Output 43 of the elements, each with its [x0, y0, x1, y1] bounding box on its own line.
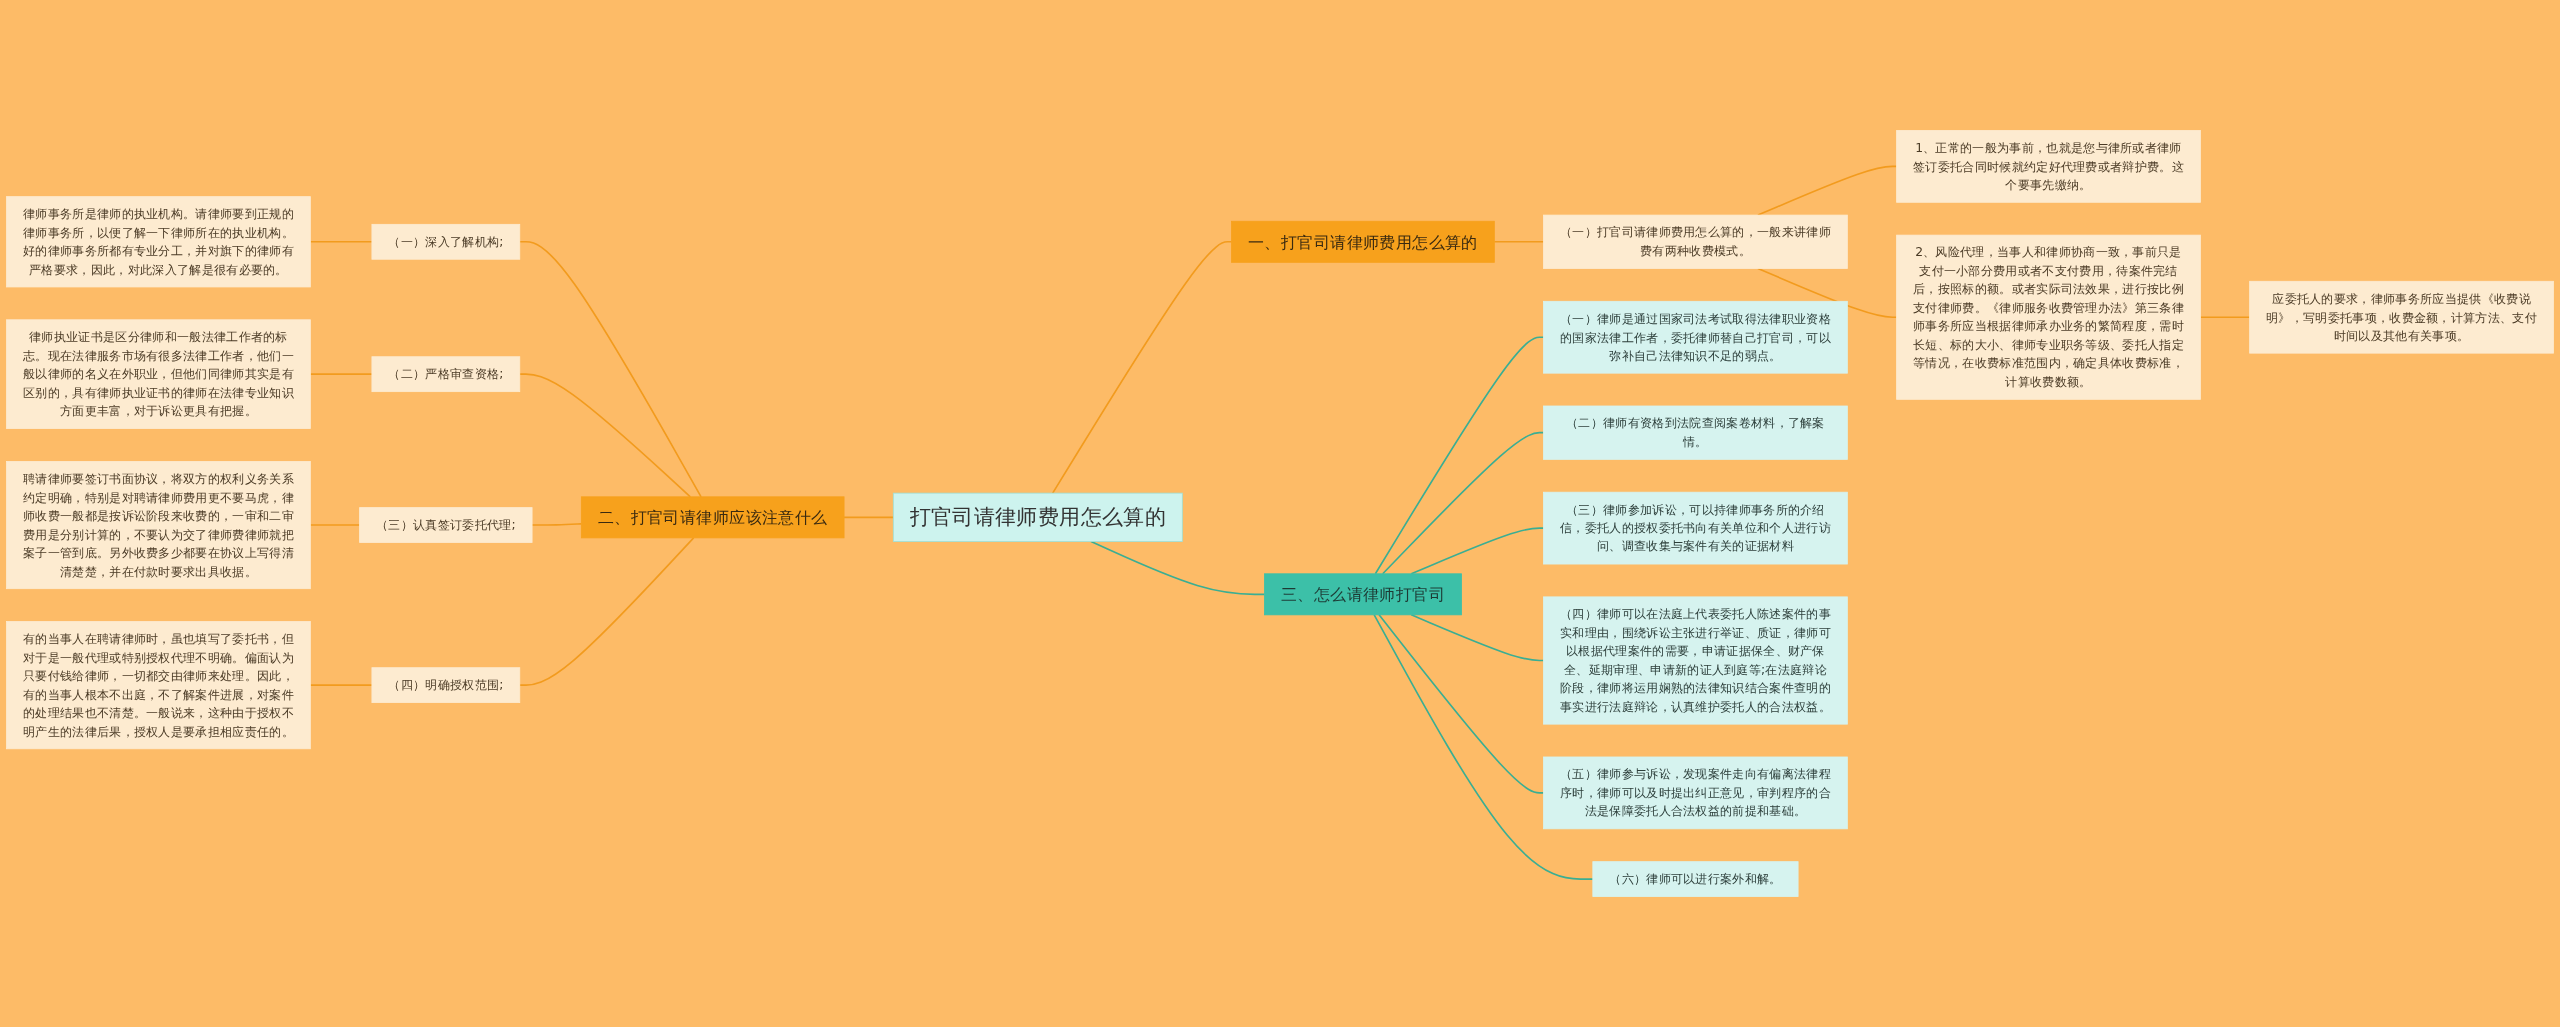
node-box: （三）律师参加诉讼，可以持律师事务所的介绍信，委托人的授权委托书向有关单位和个人进行访问、调查收集与案件有关的证据材料	[1543, 491, 1848, 565]
node-box: 三、怎么请律师打官司	[1264, 573, 1462, 616]
node-box: （二）律师有资格到法院查阅案卷材料，了解案情。	[1543, 405, 1848, 460]
node-box: 应委托人的要求，律师事务所应当提供《收费说明》，写明委托事项，收费金额，计算方法、支付时间以及其他有关事项。	[2249, 280, 2554, 354]
connector	[1493, 240, 1545, 243]
node-box: 律师执业证书是区分律师和一般法律工作者的标志。现在法律服务市场有很多法律工作者，他们一般以律师的名义在外职业，但他们同律师其实是有区别的，具有律师执业证书的律师在法律专业知识方面更丰富，对于诉讼更具有把握。	[6, 319, 311, 429]
connector	[518, 537, 695, 686]
connector	[1374, 336, 1545, 575]
node-box: 二、打官司请律师应该注意什么	[580, 496, 845, 539]
connector	[309, 684, 373, 686]
connector	[1373, 614, 1594, 880]
connector	[309, 240, 373, 243]
node-box: （六）律师可以进行案外和解。	[1592, 861, 1799, 897]
connector	[1381, 431, 1545, 575]
connector	[309, 373, 373, 375]
node-box: （五）律师参与诉讼，发现案件走向有偏离法律程序时，律师可以及时提出纠正意见，审判程序的合法是保障委托人合法权益的前提和基础。	[1543, 756, 1848, 830]
node-box: 律师事务所是律师的执业机构。请律师要到正规的律师事务所，以便了解一下律师所在的执业机构。好的律师事务所都有专业分工，并对旗下的律师有严格要求，因此，对此深入了解是很有必要的。	[6, 196, 311, 288]
node-box: （一）打官司请律师费用怎么算的，一般来讲律师费有两种收费模式。	[1543, 214, 1848, 269]
node-box: （四）明确授权范围;	[371, 667, 521, 703]
node-box: 聘请律师要签订书面协议，将双方的权利义务关系约定明确，特别是对聘请律师费用更不要马虎，律师收费一般都是按诉讼阶段来收费的，一审和二审费用是分别计算的，不要认为交了律师费律师就把案子一管到底。另外收费多少都要在协议上写得清清楚楚，并在付款时要求出具收据。	[6, 461, 311, 590]
connector	[309, 524, 361, 526]
connector	[2199, 316, 2251, 319]
connector	[843, 516, 895, 519]
connector	[1410, 527, 1545, 575]
node-box: 1、正常的一般为事前，也就是您与律所或者律师签订委托合同时候就约定好代理费或者辩护费。这个要事先缴纳。	[1896, 130, 2201, 203]
connector	[1410, 614, 1545, 662]
node-box: （四）律师可以在法庭上代表委托人陈述案件的事实和理由，围绕诉讼主张进行举证、质证，律师可以根据代理案件的需要，申请证据保全、财产保全、延期审理、申请新的证人到庭等;在法庭辩论阶段，律师将运用娴熟的法律知识结合案件查明的事实进行法庭辩论，认真维护委托人的合法权益。	[1543, 596, 1848, 725]
node-box: 2、风险代理，当事人和律师协商一致，事前只是支付一小部分费用或者不支付费用，待案件完结后，按照标的额。或者实际司法效果，进行按比例支付律师费。《律师服务收费管理办法》第三条律师事务所应当根据律师承办业务的繁简程度，需时长短、标的大小、律师专业职务等级、委托人指定等情况，在收费标准范围内，确定具体收费标准，计算收费数额。	[1896, 234, 2201, 400]
node-box: 一、打官司请律师费用怎么算的	[1231, 220, 1495, 263]
connector	[1757, 165, 1898, 216]
node-box: 打官司请律师费用怎么算的	[892, 492, 1183, 542]
connector	[1378, 614, 1545, 794]
connector	[1051, 240, 1233, 494]
connector	[518, 240, 702, 498]
node-box: 有的当事人在聘请律师时，虽也填写了委托书，但对于是一般代理或特别授权代理不明确。偏面认为只要付钱给律师，一切都交由律师来处理。因此，有的当事人根本不出庭，不了解案件进展，对案件的处理结果也不清楚。一般说来，这种由于授权不明产生的法律后果，授权人是要承担相应责任的。	[6, 621, 311, 750]
connector	[1757, 267, 1898, 319]
connector	[518, 373, 692, 498]
node-box: （二）严格审查资格;	[371, 356, 521, 393]
node-box: （三）认真签订委托代理;	[359, 507, 533, 543]
node-box: （一）深入了解机构;	[371, 223, 521, 260]
connector	[1090, 540, 1266, 596]
connector	[531, 523, 583, 526]
node-box: （一）律师是通过国家司法考试取得法律职业资格的国家法律工作者，委托律师替自己打官司，可以弥补自己法律知识不足的弱点。	[1543, 300, 1848, 374]
